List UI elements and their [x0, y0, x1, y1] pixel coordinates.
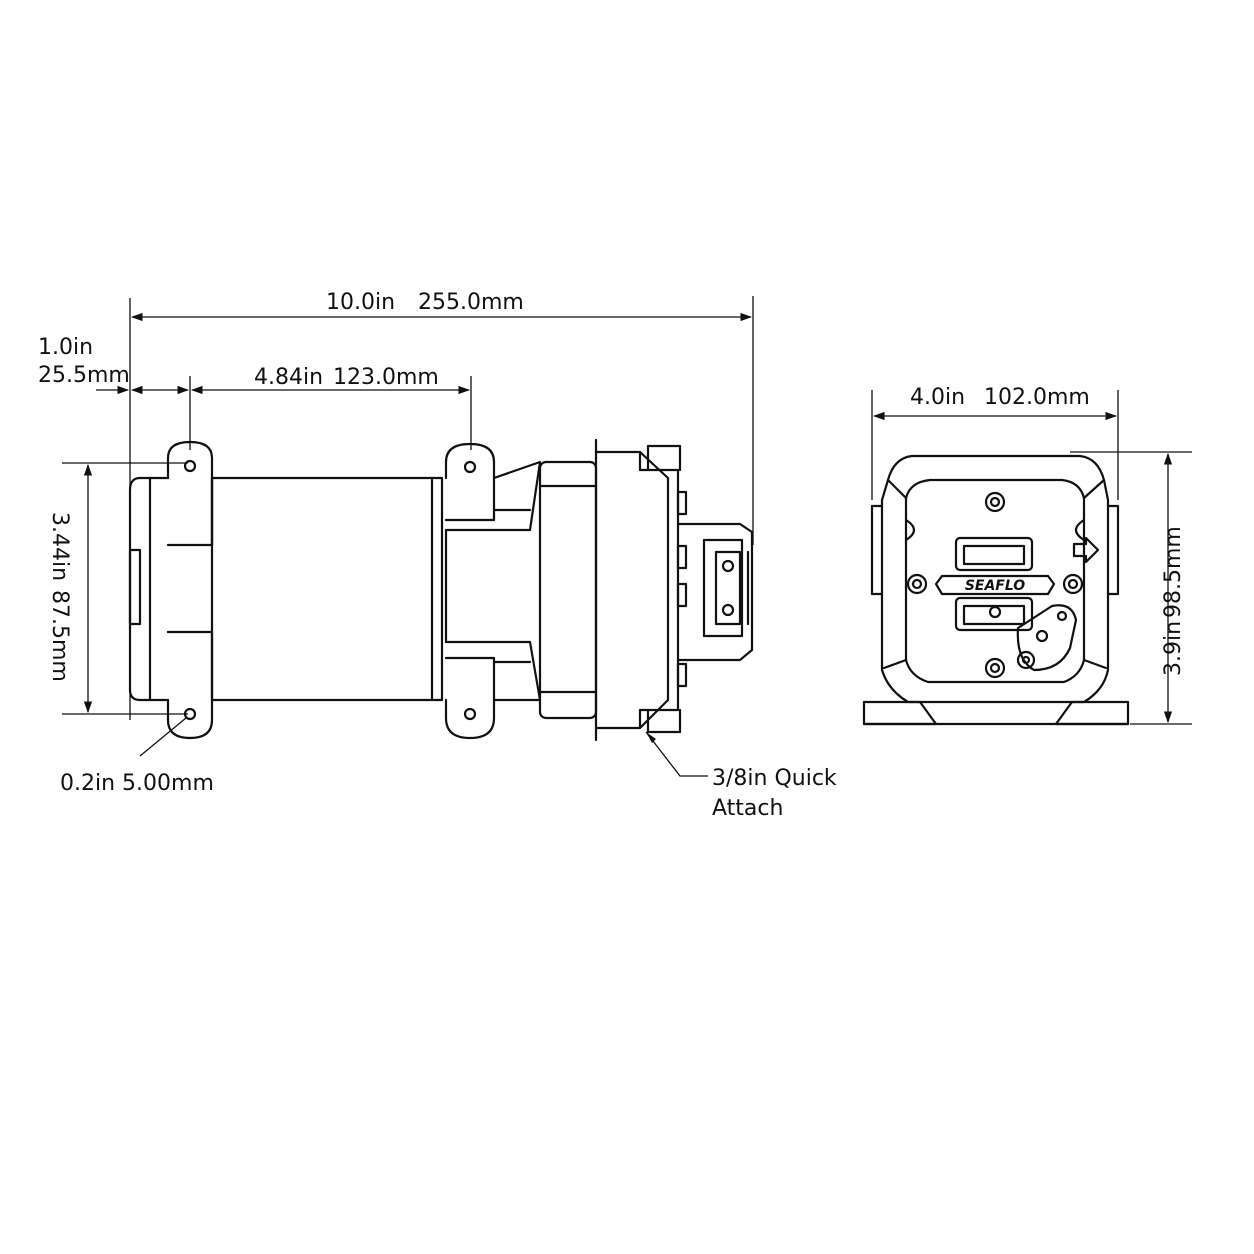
right-mount-foot-top [444, 442, 496, 522]
right-mount-foot-bottom [444, 656, 496, 740]
front-port-center-screw [988, 605, 1002, 619]
front-left-ear [870, 504, 884, 596]
bolt-2 [676, 544, 688, 570]
front-port-top-inner [962, 544, 1026, 566]
end-cap-boss [128, 548, 142, 626]
switch-cover [702, 538, 744, 638]
bevel-tl [886, 478, 908, 500]
inner-notch-right-top [1074, 518, 1086, 542]
front-port-bottom [954, 596, 1034, 632]
dim-flange-offset-mm: 25.5mm [38, 363, 130, 388]
pressure-switch-screw-a [1056, 610, 1068, 622]
right-mount-hole-top [463, 460, 477, 474]
port-callout-arrowhead [646, 732, 656, 743]
front-screw-top-inner [989, 496, 1001, 508]
pump-bottom-bracket [646, 708, 682, 734]
switch-inner [714, 550, 742, 626]
bevel-tr [1082, 478, 1106, 500]
front-screw-top [984, 491, 1006, 513]
dim-front-height-mm: 98.5mm [1161, 526, 1186, 618]
front-right-ear [1106, 504, 1120, 596]
switch-screw-bottom [721, 603, 735, 617]
logo-band [934, 574, 1056, 596]
front-left-foot [862, 700, 938, 726]
bevel-br [1082, 658, 1108, 670]
left-mount-foot-top [166, 440, 214, 547]
pump-housing-front [538, 460, 598, 720]
switch-block [676, 522, 754, 662]
front-screw-right-inner [1067, 578, 1079, 590]
dim-flange-offset-inch: 1.0in [38, 335, 93, 360]
mount-hole-leader [139, 717, 187, 757]
port-callout-line1: 3/8in Quick [712, 766, 837, 791]
pump-head-outer [638, 450, 680, 730]
pressure-switch-pivot [1035, 629, 1049, 643]
transition-upper [444, 460, 542, 532]
pump-top-bracket [646, 444, 682, 472]
front-screw-bottom [984, 657, 1006, 679]
bevel-bl [882, 658, 908, 670]
mount-hole-label: 0.2in 5.00mm [60, 771, 214, 796]
dim-overall-length-inch: 10.0in [326, 290, 395, 315]
dim-mount-spacing-length-inch: 4.84in [254, 365, 323, 390]
front-port-bottom-inner [962, 604, 1026, 626]
switch-screw-top [721, 559, 735, 573]
port-callout-line2: Attach [712, 796, 783, 821]
bolt-4 [676, 662, 688, 688]
front-housing-outer [880, 454, 1110, 704]
pressure-switch-screw-b [1016, 650, 1036, 670]
front-right-foot [1054, 700, 1130, 726]
port-callout-leader [645, 731, 708, 777]
dim-front-width-inch: 4.0in [910, 385, 965, 410]
side-view: 10.0in 255.0mm 1.0in 25.5mm 4.84in 123.0… [38, 290, 837, 821]
left-mount-foot-bottom [166, 630, 214, 740]
front-screw-bottom-inner [989, 662, 1001, 674]
front-view: 4.0in 102.0mm 3.9in 98.5mm [862, 385, 1192, 726]
dim-mount-spacing-height-inch: 3.44in [47, 512, 72, 581]
dim-mount-spacing-height-mm: 87.5mm [47, 590, 72, 682]
dim-front-height-inch: 3.9in [1161, 621, 1186, 676]
pressure-switch-screw-b-inner [1021, 655, 1031, 665]
dim-front-width-mm: 102.0mm [984, 385, 1090, 410]
bolt-3 [676, 582, 688, 608]
left-mount-hole-top [183, 459, 197, 473]
left-mount-hole-bottom [183, 707, 197, 721]
bolt-1 [676, 490, 688, 516]
seaflo-logo: SEAFLO [965, 578, 1025, 594]
front-screw-left [906, 573, 928, 595]
front-screw-right [1062, 573, 1084, 595]
pressure-switch-plate [1016, 604, 1078, 672]
pump-head [594, 450, 670, 730]
right-mount-hole-bottom [463, 707, 477, 721]
dim-overall-length-mm: 255.0mm [418, 290, 524, 315]
front-port-top [954, 536, 1034, 572]
front-screw-left-inner [911, 578, 923, 590]
dim-mount-spacing-length-mm: 123.0mm [333, 365, 439, 390]
transition-lower [444, 640, 542, 702]
motor-body [210, 476, 444, 702]
front-housing-inner [904, 478, 1086, 684]
flow-direction-arrow-icon [1072, 536, 1100, 564]
inner-notch-left-top [904, 518, 916, 542]
